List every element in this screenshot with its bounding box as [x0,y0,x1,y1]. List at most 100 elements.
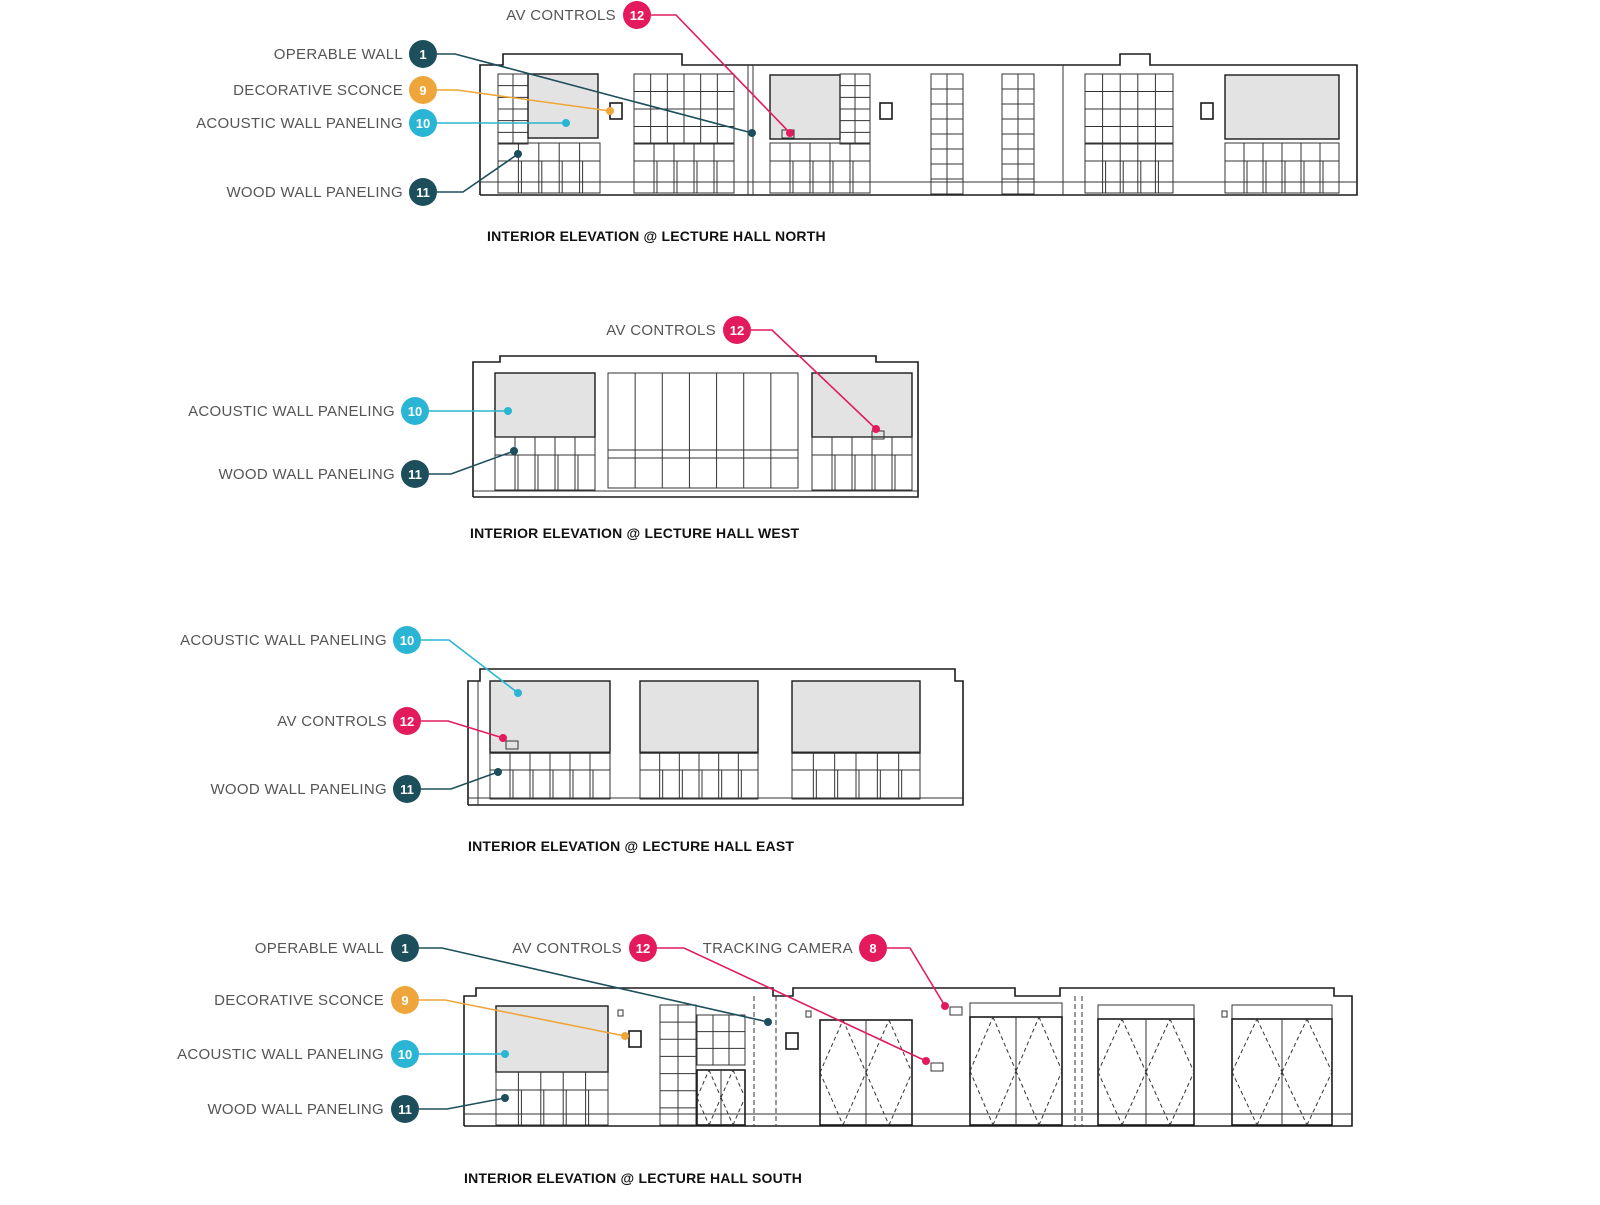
wood-panel [1084,142,1174,194]
acoustic-panel [1224,74,1340,140]
callout-number: 8 [869,941,876,956]
north-callout-operable-wall: OPERABLE WALL 1 [274,40,437,68]
door-swing [865,1072,890,1126]
west-callout-av-controls: AV CONTROLS 12 [606,316,751,344]
leader-dot [922,1057,930,1065]
acoustic-panel [639,680,759,754]
callout-badge [629,934,657,962]
wood-panel [495,1071,609,1126]
callout-label: WOOD WALL PANELING [226,184,403,201]
leader-dot [514,689,522,697]
door-swing [1038,1070,1063,1126]
north-av-controls-leader [651,14,791,134]
south-callout-wood-wall-paneling: WOOD WALL PANELING 11 [207,1095,419,1123]
callout-label: WOOD WALL PANELING [210,781,387,798]
leader-dot [621,1032,629,1040]
north-caption: INTERIOR ELEVATION @ LECTURE HALL NORTH [487,228,826,244]
callout-badge [723,316,751,344]
south-callout-tracking-camera: TRACKING CAMERA 8 [703,934,887,962]
west-caption: INTERIOR ELEVATION @ LECTURE HALL WEST [470,525,799,541]
door-swing [720,1069,734,1098]
east-elevation: INTERIOR ELEVATION @ LECTURE HALL EAST A… [180,626,794,854]
east-callout-acoustic-wall-paneling: ACOUSTIC WALL PANELING 10 [180,626,421,654]
callout-badge [623,1,651,29]
door-swing [1231,1018,1258,1073]
av-control-box [930,1062,944,1072]
door-swing [1145,1071,1171,1126]
door-swing [992,1016,1017,1072]
door-swing [888,1072,913,1126]
door-header [969,1002,1063,1018]
west-elevation: INTERIOR ELEVATION @ LECTURE HALL WEST A… [188,316,799,541]
north-sconce-leader [437,89,611,112]
callout-label: ACOUSTIC WALL PANELING [177,1046,384,1063]
leader-dot [872,425,880,433]
leader-dot [501,1094,509,1102]
north-callout-wood-wall-paneling: WOOD WALL PANELING 11 [226,178,437,206]
door-swing [732,1069,746,1098]
door-swing [708,1069,722,1098]
callout-badge [401,460,429,488]
wood-panel [811,436,913,491]
south-caption: INTERIOR ELEVATION @ LECTURE HALL SOUTH [464,1170,802,1186]
callout-badge [409,178,437,206]
callout-label: DECORATIVE SCONCE [214,992,384,1009]
east-av-controls-leader [421,720,504,739]
door-swing [969,1016,994,1072]
leader-dot [764,1018,772,1026]
west-wood-leader [429,450,515,475]
south-callout-av-controls: AV CONTROLS 12 [512,934,657,962]
door-swing [1231,1071,1258,1126]
acoustic-panel [495,1005,609,1073]
east-acoustic-leader [421,639,519,694]
door-swing [1306,1071,1333,1126]
door-swing [1281,1071,1308,1126]
door-swing [819,1072,844,1126]
outlet [1221,1010,1228,1018]
callout-label: ACOUSTIC WALL PANELING [196,115,403,132]
door-swing [1145,1018,1171,1073]
leader-dot [499,734,507,742]
door-swing [1097,1071,1123,1126]
callout-number: 1 [401,941,408,956]
door-swing [720,1097,734,1126]
door-swing [1038,1016,1063,1072]
outlet [617,1009,624,1017]
door-swing [842,1072,867,1126]
callout-label: OPERABLE WALL [274,46,403,63]
door-swing [696,1097,710,1126]
av-control-box [505,740,519,750]
callout-badge [391,1095,419,1123]
wood-panel [497,142,601,194]
callout-number: 12 [400,714,414,729]
callout-label: DECORATIVE SCONCE [233,82,403,99]
north-wood-leader [437,153,519,193]
callout-number: 11 [400,782,414,797]
door-swing [1015,1070,1040,1126]
east-callout-wood-wall-paneling: WOOD WALL PANELING 11 [210,775,421,803]
callout-badge [409,40,437,68]
callout-badge [393,707,421,735]
south-wood-leader [419,1097,506,1110]
door-swing [888,1019,913,1073]
north-callout-acoustic-wall-paneling: ACOUSTIC WALL PANELING 10 [196,109,437,137]
door-swing [732,1097,746,1126]
door-swing [708,1097,722,1126]
callout-badge [401,397,429,425]
callout-number: 11 [398,1102,412,1117]
door-swing [1256,1071,1283,1126]
leader-dot [748,129,756,137]
east-callout-av-controls: AV CONTROLS 12 [277,707,421,735]
east-wood-leader [421,771,499,790]
callout-label: WOOD WALL PANELING [218,466,395,483]
callout-number: 11 [408,467,422,482]
door-swing [696,1069,710,1098]
door-swing [1169,1018,1195,1073]
leader-dot [786,129,794,137]
door-swing [1121,1071,1147,1126]
outlet [805,1010,812,1018]
acoustic-panel [494,372,596,438]
door-swing [819,1019,844,1073]
callout-leaders [419,14,949,1110]
